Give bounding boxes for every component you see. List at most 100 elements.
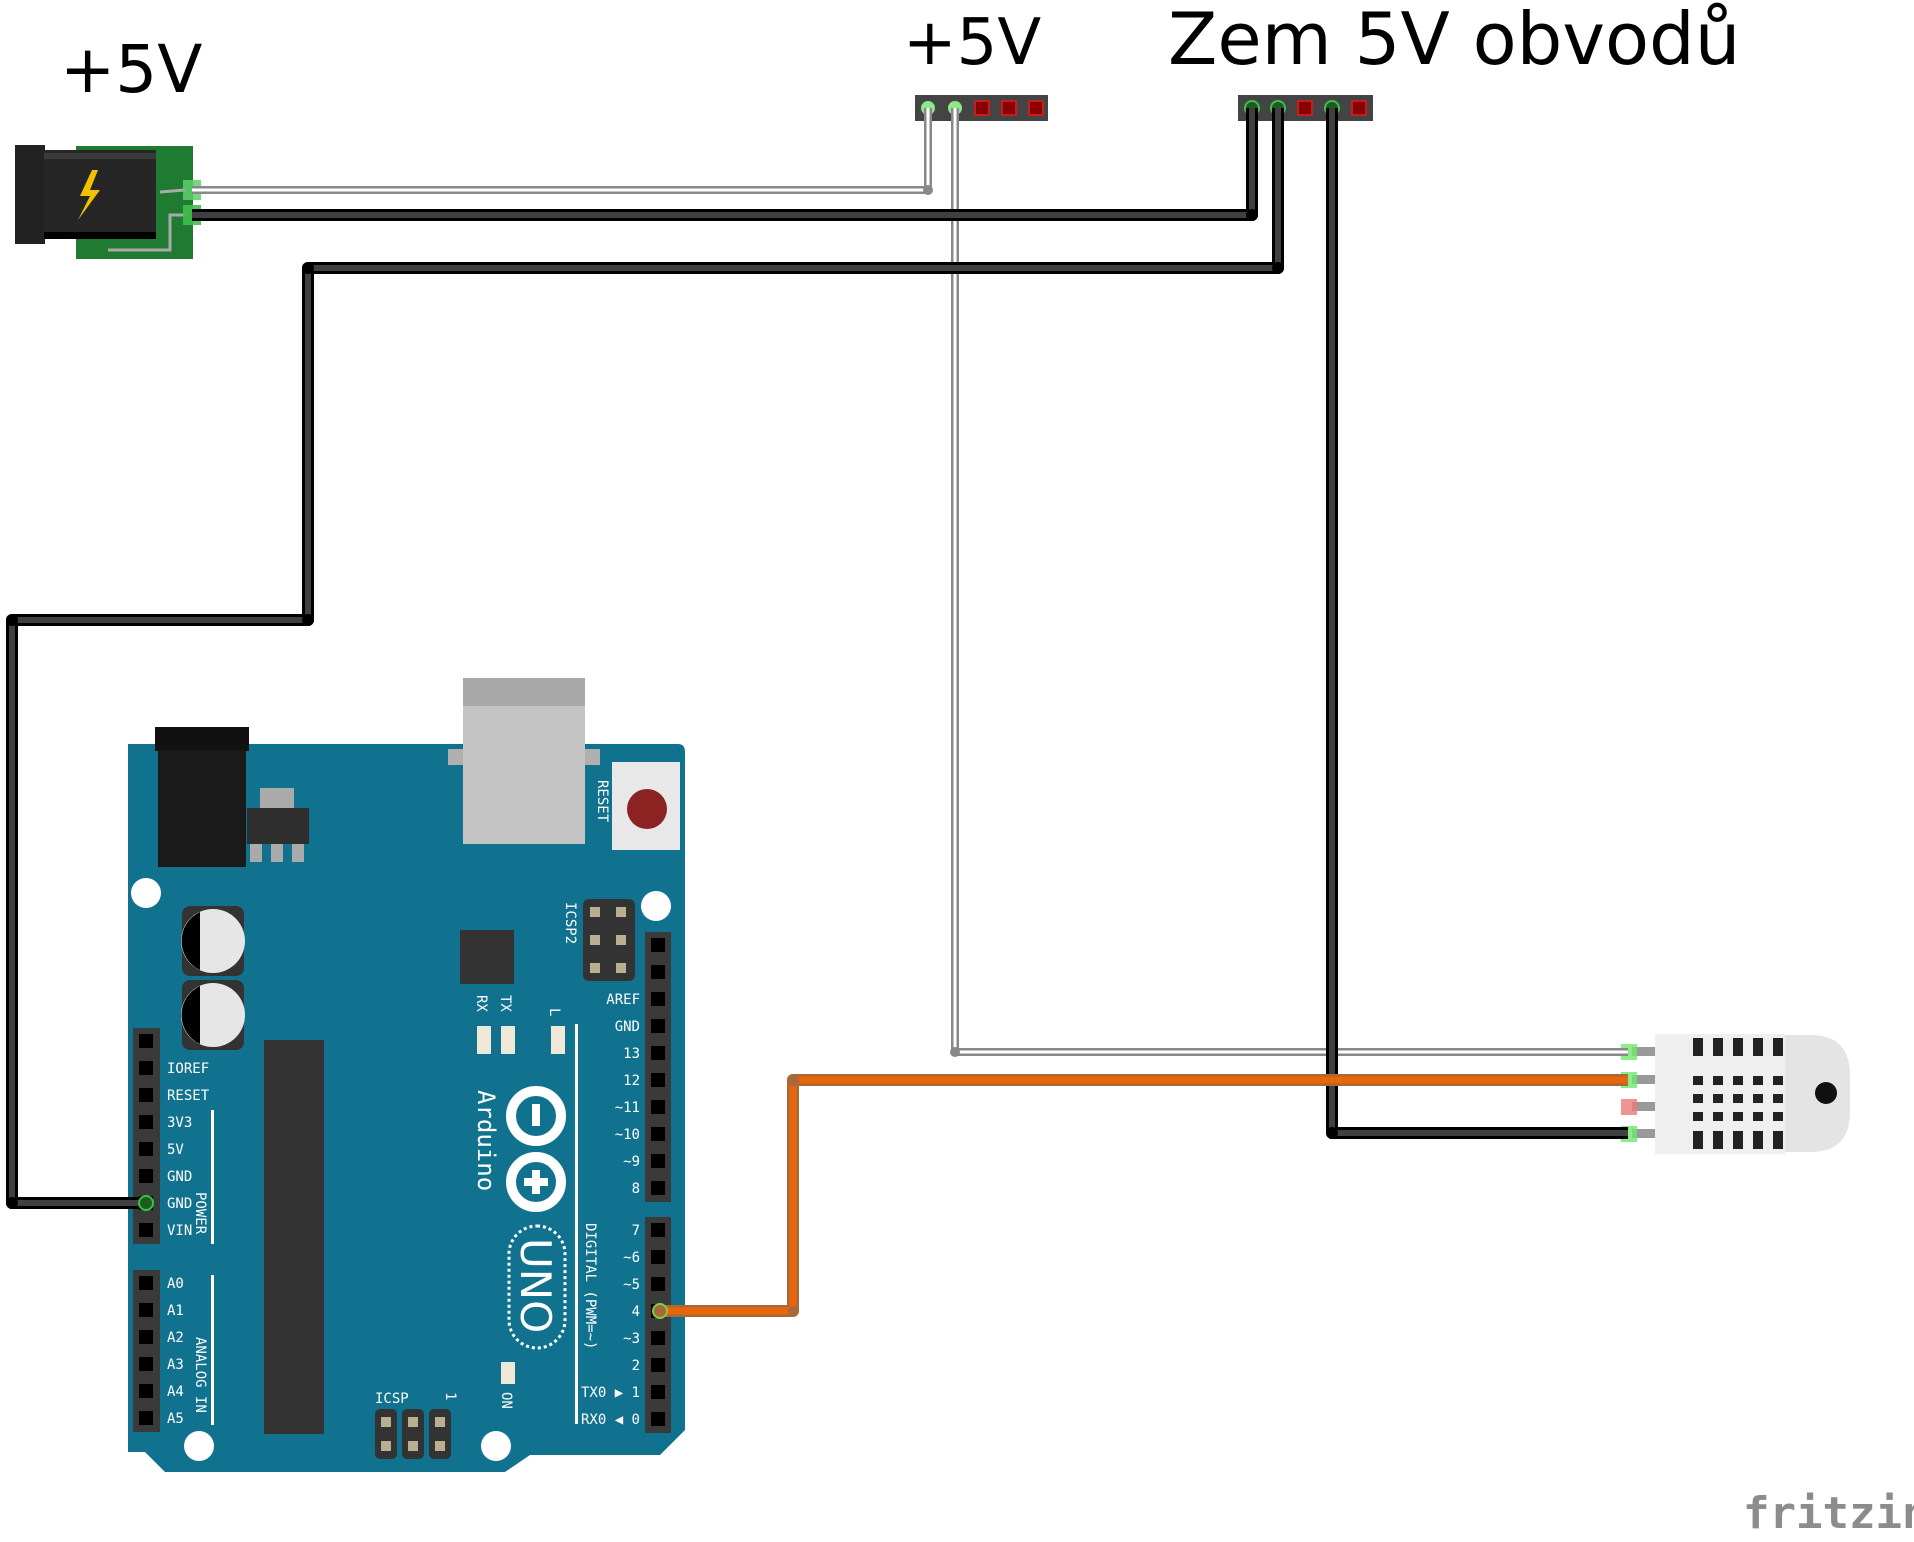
tx-label: TX <box>497 995 513 1012</box>
power-jack-top <box>155 727 249 751</box>
wire-5v-jack[interactable] <box>192 108 932 194</box>
header-pin[interactable] <box>139 1223 153 1237</box>
on-label: ON <box>498 1392 514 1409</box>
header-pin[interactable] <box>139 1384 153 1398</box>
header-pin[interactable] <box>139 1088 153 1102</box>
wire-bendpoint[interactable] <box>6 614 18 626</box>
dc-barrel-jack[interactable] <box>15 145 201 259</box>
sensor-pin-nc[interactable] <box>1621 1099 1637 1115</box>
grill-slot <box>1753 1076 1763 1085</box>
header-pin[interactable] <box>651 1073 665 1087</box>
regulator-leg <box>271 844 283 862</box>
header-pin[interactable] <box>651 1331 665 1345</box>
grill-slot <box>1733 1038 1743 1056</box>
header-pin[interactable] <box>139 1303 153 1317</box>
header-pin[interactable] <box>139 1276 153 1290</box>
wire-bendpoint[interactable] <box>302 262 314 274</box>
wire-gnd-sensor[interactable] <box>1326 108 1628 1139</box>
pin-label: A2 <box>167 1330 184 1346</box>
icsp-pad <box>381 1441 391 1451</box>
grill-slot <box>1713 1076 1723 1085</box>
wire-bendpoint[interactable] <box>950 1047 960 1057</box>
header-pin[interactable] <box>651 1154 665 1168</box>
voltage-regulator <box>247 808 309 844</box>
header-pin[interactable] <box>1028 100 1044 116</box>
wire-bendpoint[interactable] <box>923 185 933 195</box>
header-pin[interactable] <box>651 1127 665 1141</box>
pin-label: IOREF <box>167 1061 209 1077</box>
icsp-pad <box>590 907 600 917</box>
header-pin[interactable] <box>651 965 665 979</box>
arduino-gnd-pin-connected[interactable] <box>138 1195 154 1211</box>
header-pin[interactable] <box>139 1142 153 1156</box>
grill-slot <box>1773 1038 1783 1056</box>
wire-bendpoint[interactable] <box>1246 209 1258 221</box>
header-pin[interactable] <box>139 1357 153 1371</box>
analog-group-line <box>211 1275 214 1425</box>
wire-bendpoint[interactable] <box>302 614 314 626</box>
header-pin[interactable] <box>651 992 665 1006</box>
grill-slot <box>1713 1094 1723 1103</box>
header-pin[interactable] <box>1297 100 1313 116</box>
analog-group-label: ANALOG IN <box>192 1337 208 1413</box>
infinity-plus-loop <box>506 1152 566 1212</box>
header-pin[interactable] <box>139 1411 153 1425</box>
header-pin[interactable] <box>139 1061 153 1075</box>
header-5v-label: +5V <box>903 6 1041 80</box>
icsp-pad <box>590 935 600 945</box>
analog-header <box>133 1270 160 1432</box>
header-pin[interactable] <box>651 1277 665 1291</box>
pin-label: ~11 <box>615 1100 640 1116</box>
header-pin[interactable] <box>651 1385 665 1399</box>
grill-slot <box>1693 1076 1703 1085</box>
header-pin[interactable] <box>1351 100 1367 116</box>
wire-data[interactable] <box>660 1074 1628 1317</box>
grill-slot <box>1773 1112 1783 1121</box>
wire-bendpoint[interactable] <box>788 1306 798 1316</box>
jack-shadow <box>44 232 156 239</box>
icsp-pin1-label: 1 <box>442 1392 458 1400</box>
tx-led <box>501 1026 515 1054</box>
dht22-sensor[interactable] <box>1621 1034 1850 1154</box>
wire-core <box>192 108 1255 218</box>
pin-label: A4 <box>167 1384 184 1400</box>
header-pin[interactable] <box>974 100 990 116</box>
header-pin[interactable] <box>139 1169 153 1183</box>
wires <box>6 108 1628 1319</box>
icsp-header <box>429 1409 451 1459</box>
header-pin[interactable] <box>139 1115 153 1129</box>
pin-label: 8 <box>632 1181 640 1197</box>
header-pin[interactable] <box>651 1046 665 1060</box>
capacitor-mark <box>181 912 200 970</box>
header-pin[interactable] <box>139 1330 153 1344</box>
icsp-label: ICSP <box>375 1391 409 1407</box>
header-pin[interactable] <box>651 1019 665 1033</box>
sensor-grill <box>1693 1038 1783 1149</box>
header-pin[interactable] <box>651 1223 665 1237</box>
wire-gnd-jack[interactable] <box>192 108 1258 221</box>
arduino-d4-pin-connected[interactable] <box>652 1303 668 1319</box>
wire-bendpoint[interactable] <box>1326 1127 1338 1139</box>
pin-label: RESET <box>167 1088 210 1104</box>
regulator-tab <box>260 788 294 808</box>
wire-5v-sensor[interactable] <box>951 108 1628 1056</box>
header-pin[interactable] <box>1001 100 1017 116</box>
arduino-uno-board[interactable]: RESET ICSP2 RX TX L ON <box>128 678 685 1472</box>
header-pin[interactable] <box>139 1034 153 1048</box>
header-pin[interactable] <box>651 1358 665 1372</box>
pin-label: AREF <box>606 992 640 1008</box>
jack-body <box>44 150 156 239</box>
header-pin[interactable] <box>651 938 665 952</box>
pin-label: 13 <box>623 1046 640 1062</box>
reset-button-cap[interactable] <box>627 789 667 829</box>
pin-label: GND <box>615 1019 640 1035</box>
wire-bendpoint[interactable] <box>6 1197 18 1209</box>
header-pin[interactable] <box>651 1100 665 1114</box>
header-pin[interactable] <box>651 1412 665 1426</box>
wire-core <box>660 1076 1628 1315</box>
wire-bendpoint[interactable] <box>787 1074 799 1086</box>
wire-bendpoint[interactable] <box>1272 262 1284 274</box>
header-pin[interactable] <box>651 1181 665 1195</box>
uno-label: UNO <box>511 1238 560 1333</box>
header-pin[interactable] <box>651 1250 665 1264</box>
